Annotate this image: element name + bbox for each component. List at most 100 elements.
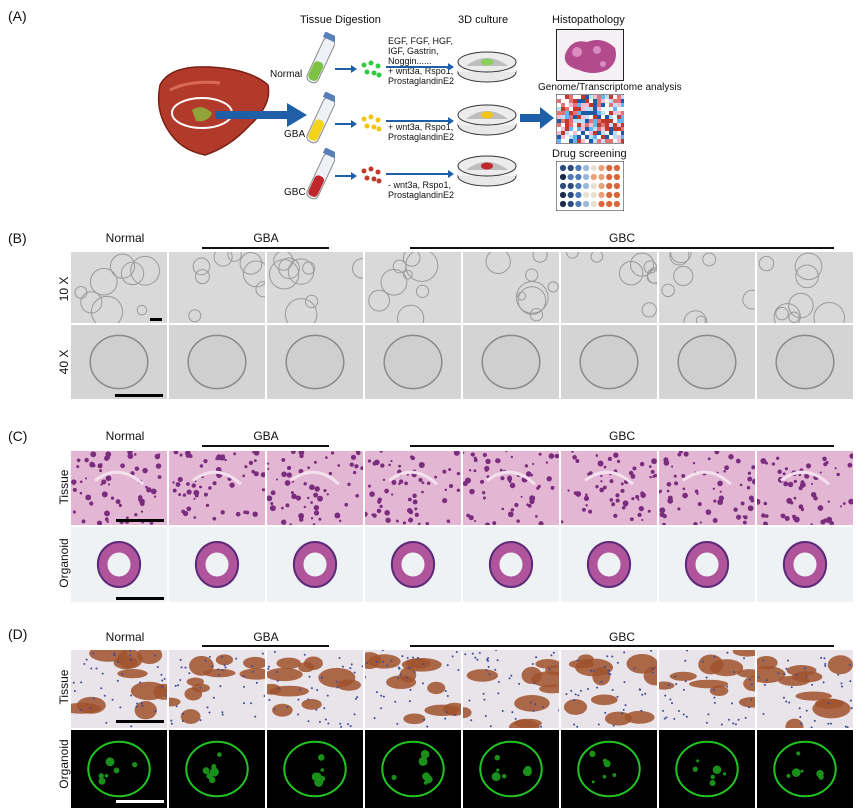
panel-d-r1-c1-micrograph <box>71 650 167 728</box>
panel-c-r2-c4-micrograph <box>365 527 461 602</box>
arrow-small-normal <box>335 65 357 73</box>
tube-gba-icon <box>306 92 335 144</box>
liver-to-tubes-arrow <box>215 103 307 127</box>
panel-c-r1-c2-micrograph <box>169 451 265 525</box>
panel-d-row-label-tissue: Tissue <box>57 669 71 705</box>
panel-b-r1-c4-micrograph <box>365 252 461 323</box>
panel-c-r1-c6-micrograph <box>561 451 657 525</box>
panel-c-scale-bar-organoid <box>116 597 164 600</box>
medium-gba-text: + wnt3a, Rspo1, ProstaglandinE2 <box>388 122 455 142</box>
panel-d-scale-bar-organoid <box>116 800 164 803</box>
panel-c-group-gbc: GBC <box>608 429 635 443</box>
panel-b-r2-c2-micrograph <box>169 325 265 399</box>
panel-b-r2-c1-micrograph <box>71 325 167 399</box>
panel-b-group-normal: Normal <box>105 231 145 245</box>
panel-b-r1-c6-micrograph <box>561 252 657 323</box>
panel-label-c: (C) <box>8 428 28 444</box>
panel-c-r2-c5-micrograph <box>463 527 559 602</box>
3d-culture-header: 3D culture <box>458 14 509 26</box>
panel-c-row-label-organoid: Organoid <box>57 538 71 588</box>
panel-c-r2-c2-micrograph <box>169 527 265 602</box>
panel-d-r1-c4-micrograph <box>365 650 461 728</box>
panel-d-gbc-bar <box>410 645 834 647</box>
panel-b-r2-c8-micrograph <box>757 325 853 399</box>
panel-c-gba-bar <box>202 445 329 447</box>
cells-normal-icon <box>361 60 382 78</box>
panel-label-b: (B) <box>8 230 27 246</box>
histopathology-label: Histopathology <box>552 14 625 26</box>
tissue-digestion-header: Tissue Digestion <box>300 14 381 26</box>
panel-d-r1-c8-micrograph <box>757 650 853 728</box>
panel-b-r2-c6-micrograph <box>561 325 657 399</box>
panel-c-group-normal: Normal <box>105 429 145 443</box>
panel-c-gbc-bar <box>410 445 834 447</box>
panel-d-r2-c2-micrograph <box>169 730 265 808</box>
dish-normal-icon <box>457 51 517 83</box>
panel-a: Tissue Digestion 3D culture Normal GBA G… <box>0 0 865 220</box>
panel-b-r1-c8-micrograph <box>757 252 853 323</box>
panel-b-gba-bar <box>202 247 329 249</box>
panel-d-r2-c7-micrograph <box>659 730 755 808</box>
panel-b-scale-bar-40x <box>115 394 163 397</box>
panel-c-r2-c7-micrograph <box>659 527 755 602</box>
panel-b-r2-c4-micrograph <box>365 325 461 399</box>
medium-normal-text: EGF, FGF, HGF, IGF, Gastrin, Noggin.....… <box>388 36 455 86</box>
sample-label-normal: Normal <box>270 69 303 80</box>
panel-d-row-label-organoid: Organoid <box>57 739 71 789</box>
heatmap-thumbnail <box>556 94 624 144</box>
panel-d-r1-c6-micrograph <box>561 650 657 728</box>
panel-c-r2-c1-micrograph <box>71 527 167 602</box>
cells-gbc-icon <box>361 166 382 184</box>
medium-gbc-text: - wnt3a, Rspo1, ProstaglandinE2 <box>388 180 455 200</box>
panel-b-r2-c7-micrograph <box>659 325 755 399</box>
arrow-small-gba <box>335 120 357 128</box>
panel-label-d: (D) <box>8 626 28 642</box>
arrow-small-gbc <box>335 172 357 180</box>
panel-b-gbc-bar <box>410 247 834 249</box>
panel-d-gba-bar <box>202 645 329 647</box>
panel-b-row-label-10x: 10 X <box>57 276 71 302</box>
panel-c-row-label-tissue: Tissue <box>57 469 71 505</box>
drug-screening-label: Drug screening <box>552 148 627 160</box>
panel-d-r1-c3-micrograph <box>267 650 363 728</box>
arrow-to-dish-gba <box>386 117 454 125</box>
drug-plate-thumbnail <box>556 161 624 211</box>
panel-b-group-gba: GBA <box>253 231 279 245</box>
panel-label-a: (A) <box>8 8 27 24</box>
panel-c-r2-c3-micrograph <box>267 527 363 602</box>
arrow-to-dish-normal <box>386 63 454 71</box>
panel-b-scale-bar-10x <box>150 318 162 321</box>
dishes-to-outputs-arrow <box>520 107 554 129</box>
panel-d-r2-c3-micrograph <box>267 730 363 808</box>
sample-label-gba: GBA <box>284 129 306 140</box>
liver-illustration <box>157 66 270 156</box>
panel-d-r1-c2-micrograph <box>169 650 265 728</box>
panel-c-r1-c7-micrograph <box>659 451 755 525</box>
panel-d-r1-c5-micrograph <box>463 650 559 728</box>
panel-b-r1-c5-micrograph <box>463 252 559 323</box>
panel-b-r1-c7-micrograph <box>659 252 755 323</box>
dish-gbc-icon <box>457 155 517 187</box>
panel-d-r1-c7-micrograph <box>659 650 755 728</box>
panel-d-r2-c1-micrograph <box>71 730 167 808</box>
panel-d-scale-bar-tissue <box>116 720 164 723</box>
tube-gbc-icon <box>306 148 335 200</box>
panel-b-r1-c3-micrograph <box>267 252 363 323</box>
panel-c-r1-c8-micrograph <box>757 451 853 525</box>
panel-b-r1-c2-micrograph <box>169 252 265 323</box>
panel-c-r2-c8-micrograph <box>757 527 853 602</box>
arrow-to-dish-gbc <box>386 170 454 178</box>
panel-d-r2-c4-micrograph <box>365 730 461 808</box>
panel-c-r2-c6-micrograph <box>561 527 657 602</box>
panel-c-r1-c3-micrograph <box>267 451 363 525</box>
panel-b-r2-c3-micrograph <box>267 325 363 399</box>
panel-d-group-gba: GBA <box>253 630 279 644</box>
histopathology-thumbnail <box>556 29 624 81</box>
panel-d-group-gbc: GBC <box>608 630 635 644</box>
panel-c-r1-c4-micrograph <box>365 451 461 525</box>
dish-gba-icon <box>457 104 517 136</box>
genome-transcriptome-label: Genome/Transcriptome analysis <box>538 82 682 93</box>
sample-label-gbc: GBC <box>284 187 306 198</box>
panel-c-r1-c5-micrograph <box>463 451 559 525</box>
panel-b-group-gbc: GBC <box>608 231 635 245</box>
